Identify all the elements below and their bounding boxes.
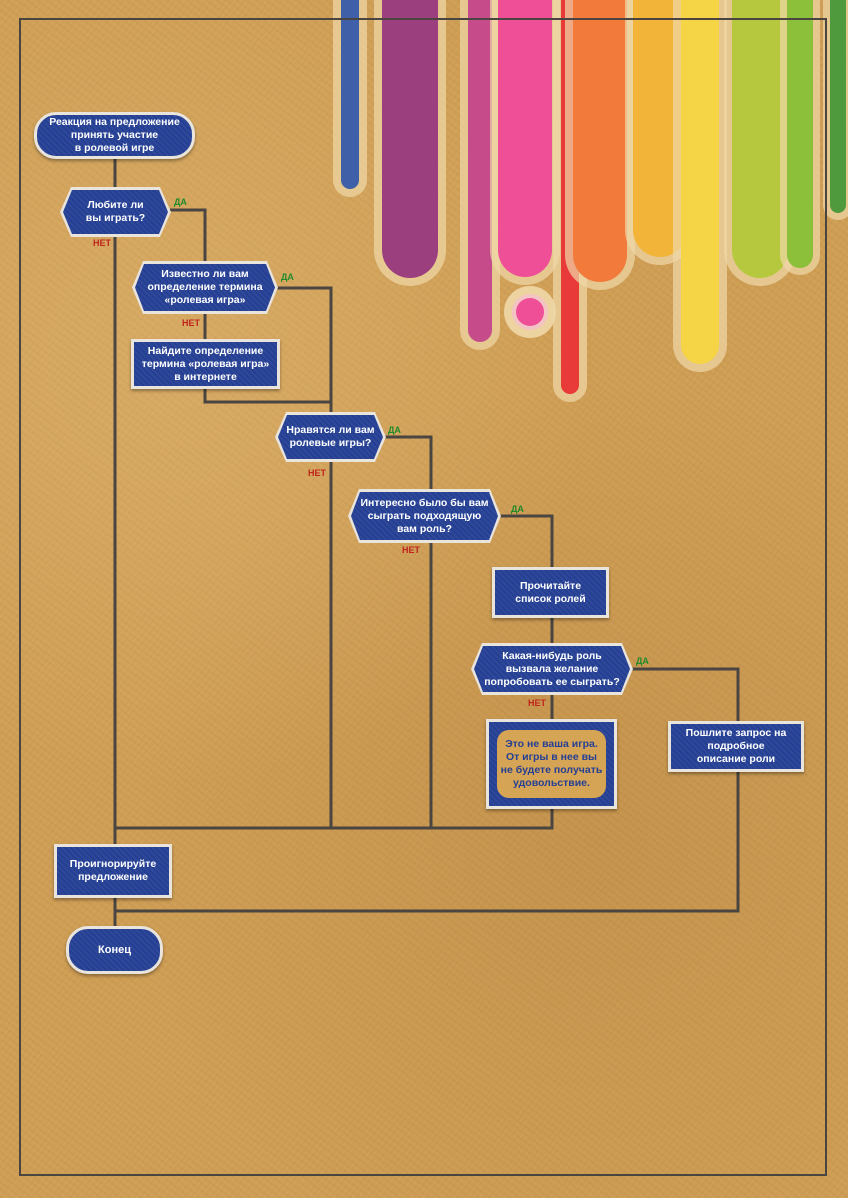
label-no-q2: НЕТ	[182, 318, 200, 328]
connector-q2-yes	[277, 286, 333, 828]
decision-any-role: Какая-нибудь роль вызвала желание попроб…	[471, 643, 633, 695]
find-definition-node: Найдите определение термина «ролевая игр…	[131, 339, 280, 389]
label-yes-q4: ДА	[511, 504, 524, 514]
connector-find-to-q3	[203, 388, 331, 404]
send-request-node: Пошлите запрос на подробное описание рол…	[668, 721, 804, 772]
decision-like-play-text: Любите ли вы играть?	[63, 190, 168, 234]
connector-q4-yes	[500, 514, 554, 568]
start-node: Реакция на предложение принять участие в…	[34, 112, 195, 159]
label-yes-q2: ДА	[281, 272, 294, 282]
connector-request-merge	[115, 771, 740, 913]
label-no-q5: НЕТ	[528, 698, 546, 708]
connector-q5-yes	[632, 667, 740, 722]
label-yes-q5: ДА	[636, 656, 649, 666]
decision-interesting-role-text: Интересно было бы вам сыграть подходящую…	[351, 492, 498, 540]
decision-like-play: Любите ли вы играть?	[60, 187, 171, 237]
label-yes-q3: ДА	[388, 425, 401, 435]
decision-interesting-role: Интересно было бы вам сыграть подходящую…	[348, 489, 501, 543]
not-your-game-node: Это не ваша игра. От игры в нее вы не бу…	[486, 719, 617, 809]
end-node: Конец	[66, 926, 163, 974]
label-no-q1: НЕТ	[93, 238, 111, 248]
decision-like-rpg: Нравятся ли вам ролевые игры?	[275, 412, 386, 462]
decision-any-role-text: Какая-нибудь роль вызвала желание попроб…	[474, 646, 630, 692]
ignore-offer-node: Проигнорируйте предложение	[54, 844, 172, 898]
read-roles-node: Прочитайте список ролей	[492, 567, 609, 618]
connector-q3-yes	[385, 435, 433, 828]
connector-notgame-merge	[115, 808, 554, 830]
decision-know-term: Известно ли вам определение термина «рол…	[132, 261, 278, 314]
decision-like-rpg-text: Нравятся ли вам ролевые игры?	[278, 415, 383, 459]
label-no-q4: НЕТ	[402, 545, 420, 555]
connector-q1-yes	[170, 208, 207, 262]
decision-know-term-text: Известно ли вам определение термина «рол…	[135, 264, 275, 311]
page-frame	[19, 18, 827, 1176]
label-yes-q1: ДА	[174, 197, 187, 207]
not-your-game-text: Это не ваша игра. От игры в нее вы не бу…	[497, 730, 606, 798]
label-no-q3: НЕТ	[308, 468, 326, 478]
